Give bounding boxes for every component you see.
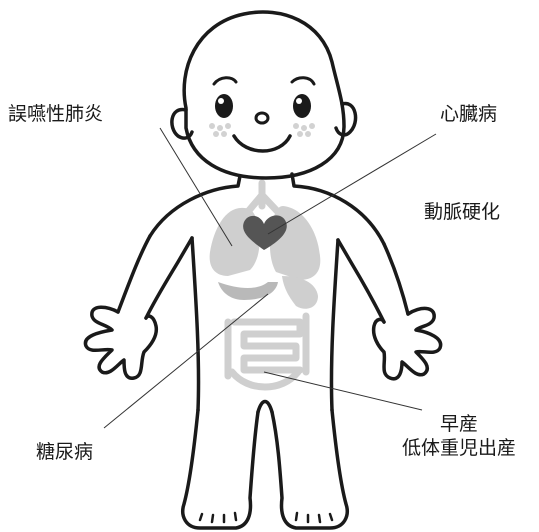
intestines [228, 316, 306, 376]
torso-left [192, 238, 199, 410]
organs [210, 183, 321, 387]
leader-lines [104, 128, 436, 428]
ear-right [336, 104, 356, 135]
eye-right [293, 94, 311, 118]
label-low-birth-weight: 低体重児出産 [380, 436, 538, 460]
stomach [282, 276, 318, 309]
label-aspiration-pneumonia: 誤嚥性肺炎 [8, 102, 103, 126]
leg-left [183, 410, 258, 528]
arm-right-inner [338, 240, 384, 322]
arm-left [118, 236, 150, 312]
torso-right [331, 240, 338, 410]
crotch [258, 402, 272, 413]
liver [218, 282, 278, 300]
label-pregnancy-complications: 早産 低体重児出産 [380, 412, 538, 460]
eyebrow-left [214, 78, 236, 84]
toes-right [296, 513, 332, 522]
eye-left [215, 94, 233, 118]
eyebrow-right [292, 78, 314, 84]
cheek-left [209, 123, 231, 137]
toes-left [200, 513, 236, 522]
label-diabetes: 糖尿病 [36, 440, 93, 464]
label-arteriosclerosis: 動脈硬化 [424, 200, 500, 224]
arm-left-inner [146, 238, 192, 318]
label-heart-disease: 心臓病 [440, 102, 497, 126]
eye-right-highlight [296, 98, 302, 104]
head [184, 12, 344, 178]
label-premature-birth: 早産 [380, 412, 538, 436]
trachea [246, 183, 278, 214]
face [209, 78, 315, 151]
mouth [234, 136, 290, 151]
arm-right [384, 244, 408, 314]
cheek-right [293, 123, 315, 137]
lower-intestine [232, 372, 298, 387]
leg-right [272, 410, 347, 528]
eye-left-highlight [218, 98, 224, 104]
nose [256, 113, 268, 123]
